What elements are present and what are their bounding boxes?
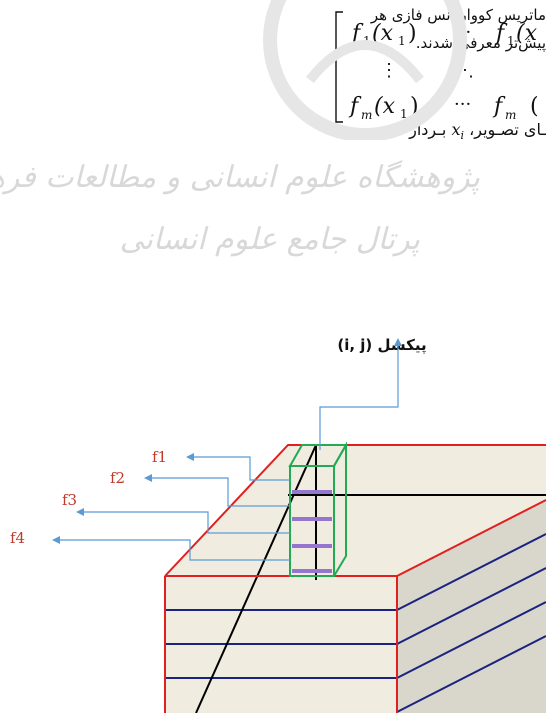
svg-text:(x: (x	[372, 21, 394, 46]
text-line-2: پیش‌تر معرفی شدند.	[415, 34, 546, 52]
matrix-rmc3: f	[492, 94, 506, 119]
watermark-line-1: پژوهشگاه علوم انسانی و مطالعات فرهنگی	[0, 160, 480, 195]
svg-text:(x: (x	[374, 94, 396, 119]
pixel-label: پیکسل (i, j)	[337, 336, 426, 355]
watermark-emblem	[263, 0, 467, 140]
feature-label-f4: f4	[10, 529, 25, 547]
pixel-column	[288, 441, 348, 577]
matrix-r1c3: f	[494, 21, 508, 46]
feature-label-f3: f3	[62, 491, 77, 509]
feature-bands	[292, 490, 332, 573]
feature-label-f2: f2	[110, 469, 125, 487]
side-layer-lines	[396, 533, 546, 713]
svg-text:1: 1	[398, 34, 406, 48]
svg-text:m: m	[505, 108, 516, 122]
pixel-feature-cube: پیکسل (i, j)	[10, 336, 546, 713]
top-grid-lines	[195, 444, 546, 713]
svg-text:): )	[408, 21, 417, 46]
feature-arrows	[58, 456, 290, 561]
block-edges	[164, 444, 546, 713]
svg-text:1: 1	[507, 34, 515, 48]
svg-text:(: (	[530, 94, 539, 119]
matrix-hdots-2: ···	[454, 94, 471, 115]
matrix-vdots-2: ⋮	[538, 60, 546, 81]
feature-label-f1: f1	[152, 448, 167, 466]
top-face	[165, 445, 546, 576]
svg-text:): )	[410, 94, 419, 119]
svg-text:m: m	[361, 108, 372, 122]
svg-text:(x: (x	[516, 21, 538, 46]
watermark-line-2: پرتال جامع علوم انسانی	[119, 222, 420, 257]
pixel-pointer	[319, 342, 399, 450]
matrix-left-bracket	[335, 11, 343, 123]
front-layer-lines	[165, 609, 397, 679]
svg-text:1: 1	[400, 107, 408, 121]
matrix-vdots: ⋮	[380, 60, 398, 81]
